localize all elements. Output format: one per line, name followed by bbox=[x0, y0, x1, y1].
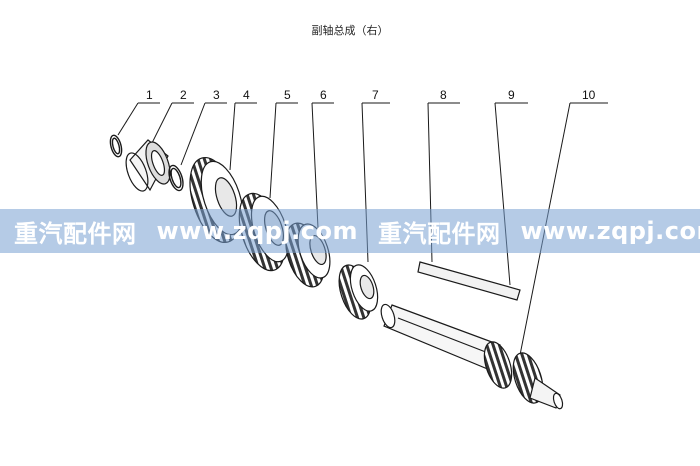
part-7-small-gear bbox=[333, 261, 383, 323]
callout-2: 2 bbox=[180, 88, 187, 102]
callout-9: 9 bbox=[508, 88, 515, 102]
callout-numbers: 1 2 3 4 5 6 7 8 9 10 bbox=[146, 88, 596, 102]
watermark-brand: 重汽配件网 bbox=[14, 214, 137, 249]
callout-10: 10 bbox=[582, 88, 596, 102]
callout-3: 3 bbox=[213, 88, 220, 102]
watermark-url-repeat: www.zqpj.com bbox=[521, 217, 700, 245]
callout-6: 6 bbox=[320, 88, 327, 102]
callout-4: 4 bbox=[243, 88, 250, 102]
part-10-shaft-gear bbox=[479, 338, 564, 409]
part-8-key bbox=[418, 262, 520, 300]
part-3-retaining-ring bbox=[166, 164, 185, 192]
callout-1: 1 bbox=[146, 88, 153, 102]
callout-7: 7 bbox=[372, 88, 379, 102]
watermark-brand-repeat: 重汽配件网 bbox=[378, 214, 501, 249]
watermark-band: 重汽配件网 www.zqpj.com 重汽配件网 www.zqpj.com bbox=[0, 209, 700, 253]
part-9-shaft bbox=[379, 303, 500, 370]
diagram-title: 副轴总成（右） bbox=[0, 22, 700, 38]
watermark-url: www.zqpj.com bbox=[157, 217, 359, 245]
part-2-bearing bbox=[122, 139, 175, 194]
part-1-snap-ring bbox=[108, 134, 123, 158]
callout-8: 8 bbox=[440, 88, 447, 102]
callout-5: 5 bbox=[284, 88, 291, 102]
